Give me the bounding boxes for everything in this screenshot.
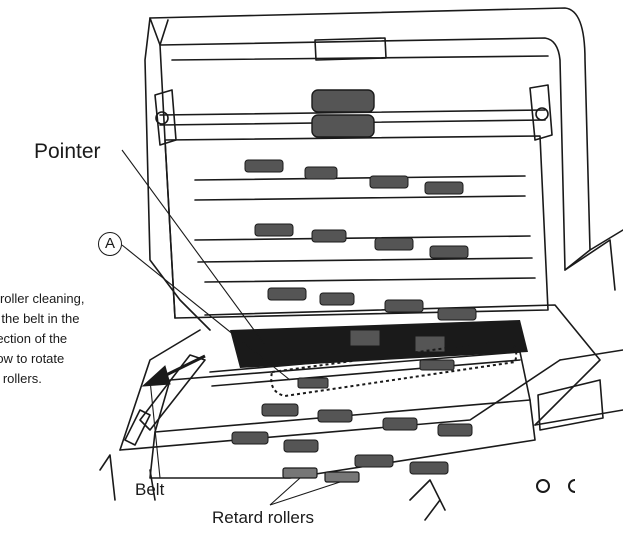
instruction-line: r roller cleaning, bbox=[0, 291, 85, 306]
base-top bbox=[204, 304, 601, 426]
support-right bbox=[409, 479, 446, 511]
inner-panel-ridge-1 bbox=[194, 175, 526, 181]
instruction-line: ll the belt in the bbox=[0, 311, 80, 326]
retard-leader-1 bbox=[269, 477, 301, 506]
retard-leader-2 bbox=[269, 481, 341, 506]
base-bottom bbox=[119, 359, 561, 451]
side-mark-icons bbox=[536, 479, 576, 493]
pointer-leader bbox=[121, 149, 266, 346]
base-right-edge bbox=[559, 349, 623, 361]
belt-rail-bottom bbox=[211, 359, 521, 387]
callout-a-marker: A bbox=[98, 232, 122, 256]
side-mark-o bbox=[536, 479, 550, 493]
feed-belt bbox=[270, 338, 518, 398]
cleaning-instructions: r roller cleaning, ll the belt in the re… bbox=[0, 289, 132, 389]
side-mark-c bbox=[568, 479, 576, 493]
instruction-line: e rollers. bbox=[0, 371, 42, 386]
lid-top-edge bbox=[159, 19, 169, 46]
inner-panel-ridge-2 bbox=[194, 195, 526, 201]
support-left bbox=[99, 454, 116, 501]
front-panel bbox=[534, 409, 623, 426]
inner-panel bbox=[164, 135, 549, 319]
shaft-end-right bbox=[535, 107, 549, 121]
pad-row-5 bbox=[231, 431, 449, 475]
slot-tab-2 bbox=[414, 335, 446, 353]
scanner-lid bbox=[149, 7, 591, 271]
belt-leader bbox=[149, 379, 161, 479]
tray-plate bbox=[149, 399, 536, 479]
pad-row-3 bbox=[267, 287, 477, 321]
support-center bbox=[149, 469, 156, 501]
display-window bbox=[537, 379, 604, 431]
callout-a-leader bbox=[121, 244, 291, 381]
inner-panel-ridge-5 bbox=[204, 277, 536, 283]
belt-label: Belt bbox=[135, 480, 165, 499]
feed-guide-tab bbox=[124, 409, 151, 446]
inner-panel-ridge-4 bbox=[197, 257, 533, 263]
rotation-arrow-icon bbox=[141, 354, 206, 387]
feed-guide-left bbox=[139, 354, 206, 431]
pad-row-1 bbox=[244, 159, 464, 195]
left-frame-inner bbox=[159, 44, 176, 319]
pick-roller-bottom bbox=[311, 114, 375, 138]
slot-tab-1 bbox=[349, 329, 381, 347]
side-mark-text: O C bbox=[1, 1, 3, 2]
pad-row-4 bbox=[261, 403, 473, 437]
instruction-line: rection of the bbox=[0, 331, 68, 346]
inner-panel-ridge-3 bbox=[194, 235, 531, 241]
belt-pads bbox=[297, 359, 455, 389]
left-frame bbox=[144, 17, 211, 331]
retard-rollers-label: Retard rollers bbox=[212, 508, 315, 527]
side-edge-right bbox=[589, 229, 623, 251]
pick-roller-top bbox=[311, 89, 375, 113]
base-front bbox=[119, 329, 201, 451]
bracket-right bbox=[529, 84, 553, 141]
lid-inner-rim bbox=[171, 55, 549, 61]
pointer-label: Pointer bbox=[34, 140, 101, 163]
pick-rollers bbox=[311, 89, 375, 138]
pad-row-2 bbox=[254, 223, 469, 259]
support-far-right bbox=[424, 499, 441, 521]
shaft-end-left bbox=[155, 111, 169, 125]
instruction-line: row to rotate bbox=[0, 351, 65, 366]
retard-rollers bbox=[282, 467, 360, 483]
side-panel-right bbox=[564, 239, 616, 291]
tray-floor bbox=[154, 351, 531, 433]
